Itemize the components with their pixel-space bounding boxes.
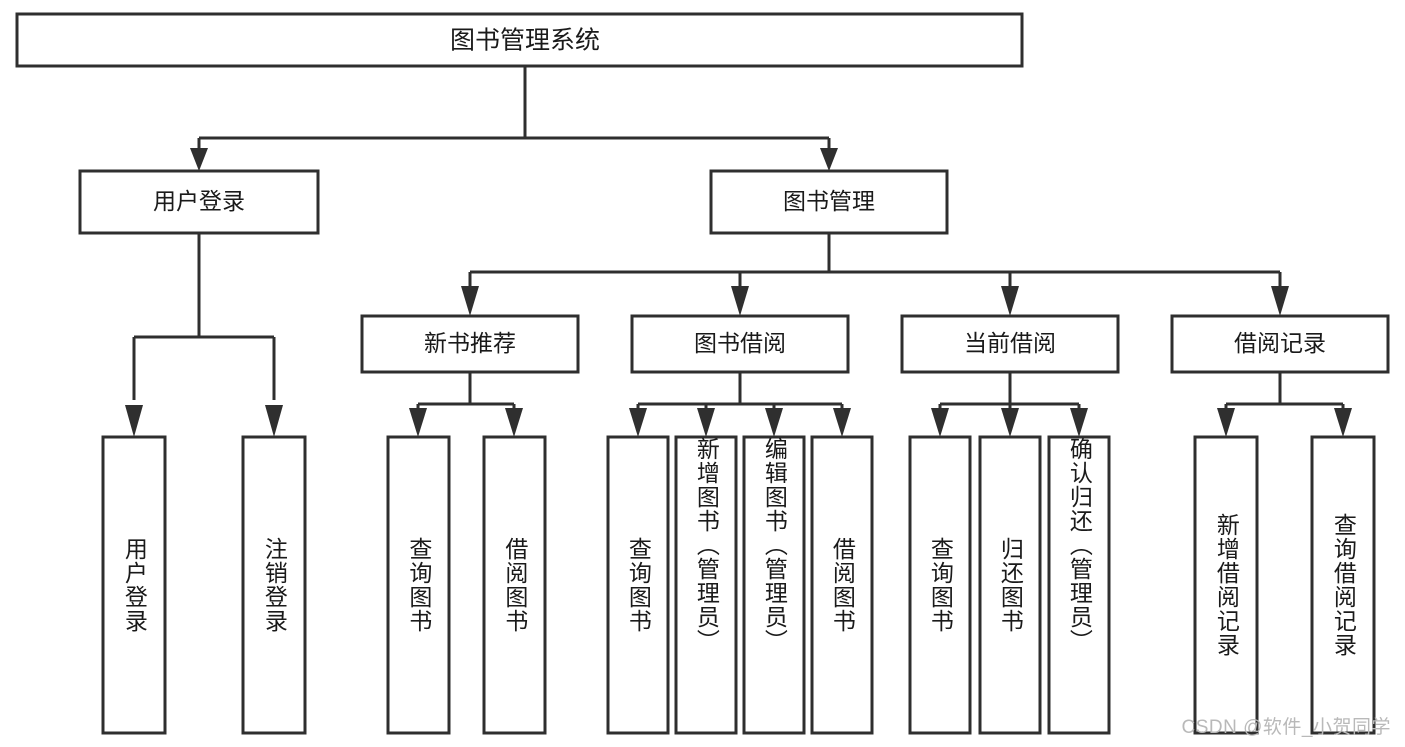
arrow-to-new-book (461, 286, 479, 316)
node-new-book-box[interactable] (360, 314, 580, 374)
node-layer: 图书管理系统 用户登录 图书管理 新书推荐 图书借阅 当前 (15, 12, 1390, 735)
node-borrow-record-label: 借阅记录 (1234, 330, 1326, 356)
leaf-box-bb-borrow[interactable] (810, 435, 874, 735)
leaf-box-bb-edit[interactable] (742, 435, 806, 735)
connector-layer (125, 66, 1352, 437)
node-book-borrow[interactable]: 图书借阅 (630, 314, 850, 374)
node-book-borrow-label: 图书借阅 (694, 330, 786, 356)
node-root-label: 图书管理系统 (450, 27, 600, 55)
leaf-box-bb-query[interactable] (606, 435, 670, 735)
leaf-box-br-add[interactable] (1193, 435, 1259, 735)
node-borrow-record-box[interactable] (1170, 314, 1390, 374)
arrow-current-borrow-leaf-2 (1001, 408, 1019, 437)
node-root[interactable]: 图书管理系统 (15, 12, 1024, 68)
arrow-book-borrow-leaf-1 (629, 408, 647, 437)
leaf-box-cb-return[interactable] (978, 435, 1042, 735)
arrow-borrow-record-leaf-2 (1334, 408, 1352, 437)
node-user-login[interactable]: 用户登录 (78, 169, 320, 235)
node-book-manage-box[interactable] (709, 169, 949, 235)
node-current-borrow[interactable]: 当前借阅 (900, 314, 1120, 374)
arrow-new-book-leaf-2 (505, 408, 523, 437)
node-current-borrow-label: 当前借阅 (964, 330, 1056, 356)
arrow-to-leaf-logout (265, 405, 283, 437)
arrow-new-book-leaf-1 (409, 408, 427, 437)
node-root-box[interactable] (15, 12, 1024, 68)
arrow-book-borrow-leaf-3 (765, 408, 783, 437)
arrow-root-to-book-manage (820, 148, 838, 171)
arrow-book-borrow-leaf-4 (833, 408, 851, 437)
leaf-box-user-login[interactable] (101, 435, 167, 735)
leaf-box-cb-confirm[interactable] (1047, 435, 1111, 735)
arrow-current-borrow-leaf-3 (1070, 408, 1088, 437)
leaf-box-newbook-borrow[interactable] (482, 435, 547, 735)
leaf-box-newbook-query[interactable] (386, 435, 451, 735)
node-book-manage[interactable]: 图书管理 (709, 169, 949, 235)
node-new-book-label: 新书推荐 (424, 330, 516, 356)
arrow-root-to-user-login (190, 148, 208, 171)
watermark: CSDN @软件_小贺同学 (1181, 717, 1391, 738)
node-book-manage-label: 图书管理 (783, 188, 875, 214)
arrow-book-borrow-leaf-2 (697, 408, 715, 437)
arrow-borrow-record-leaf-1 (1217, 408, 1235, 437)
arrow-to-book-borrow (731, 286, 749, 316)
leaf-box-logout[interactable] (241, 435, 307, 735)
node-borrow-record[interactable]: 借阅记录 (1170, 314, 1390, 374)
leaf-box-cb-query[interactable] (908, 435, 972, 735)
node-user-login-box[interactable] (78, 169, 320, 235)
arrow-to-borrow-record (1271, 286, 1289, 316)
node-user-login-label: 用户登录 (153, 188, 245, 214)
arrow-to-current-borrow (1001, 286, 1019, 316)
node-book-borrow-box[interactable] (630, 314, 850, 374)
arrow-current-borrow-leaf-1 (931, 408, 949, 437)
arrow-to-leaf-user-login (125, 405, 143, 437)
leaf-box-br-query[interactable] (1310, 435, 1376, 735)
leaf-box-bb-add[interactable] (674, 435, 738, 735)
node-new-book[interactable]: 新书推荐 (360, 314, 580, 374)
node-current-borrow-box[interactable] (900, 314, 1120, 374)
